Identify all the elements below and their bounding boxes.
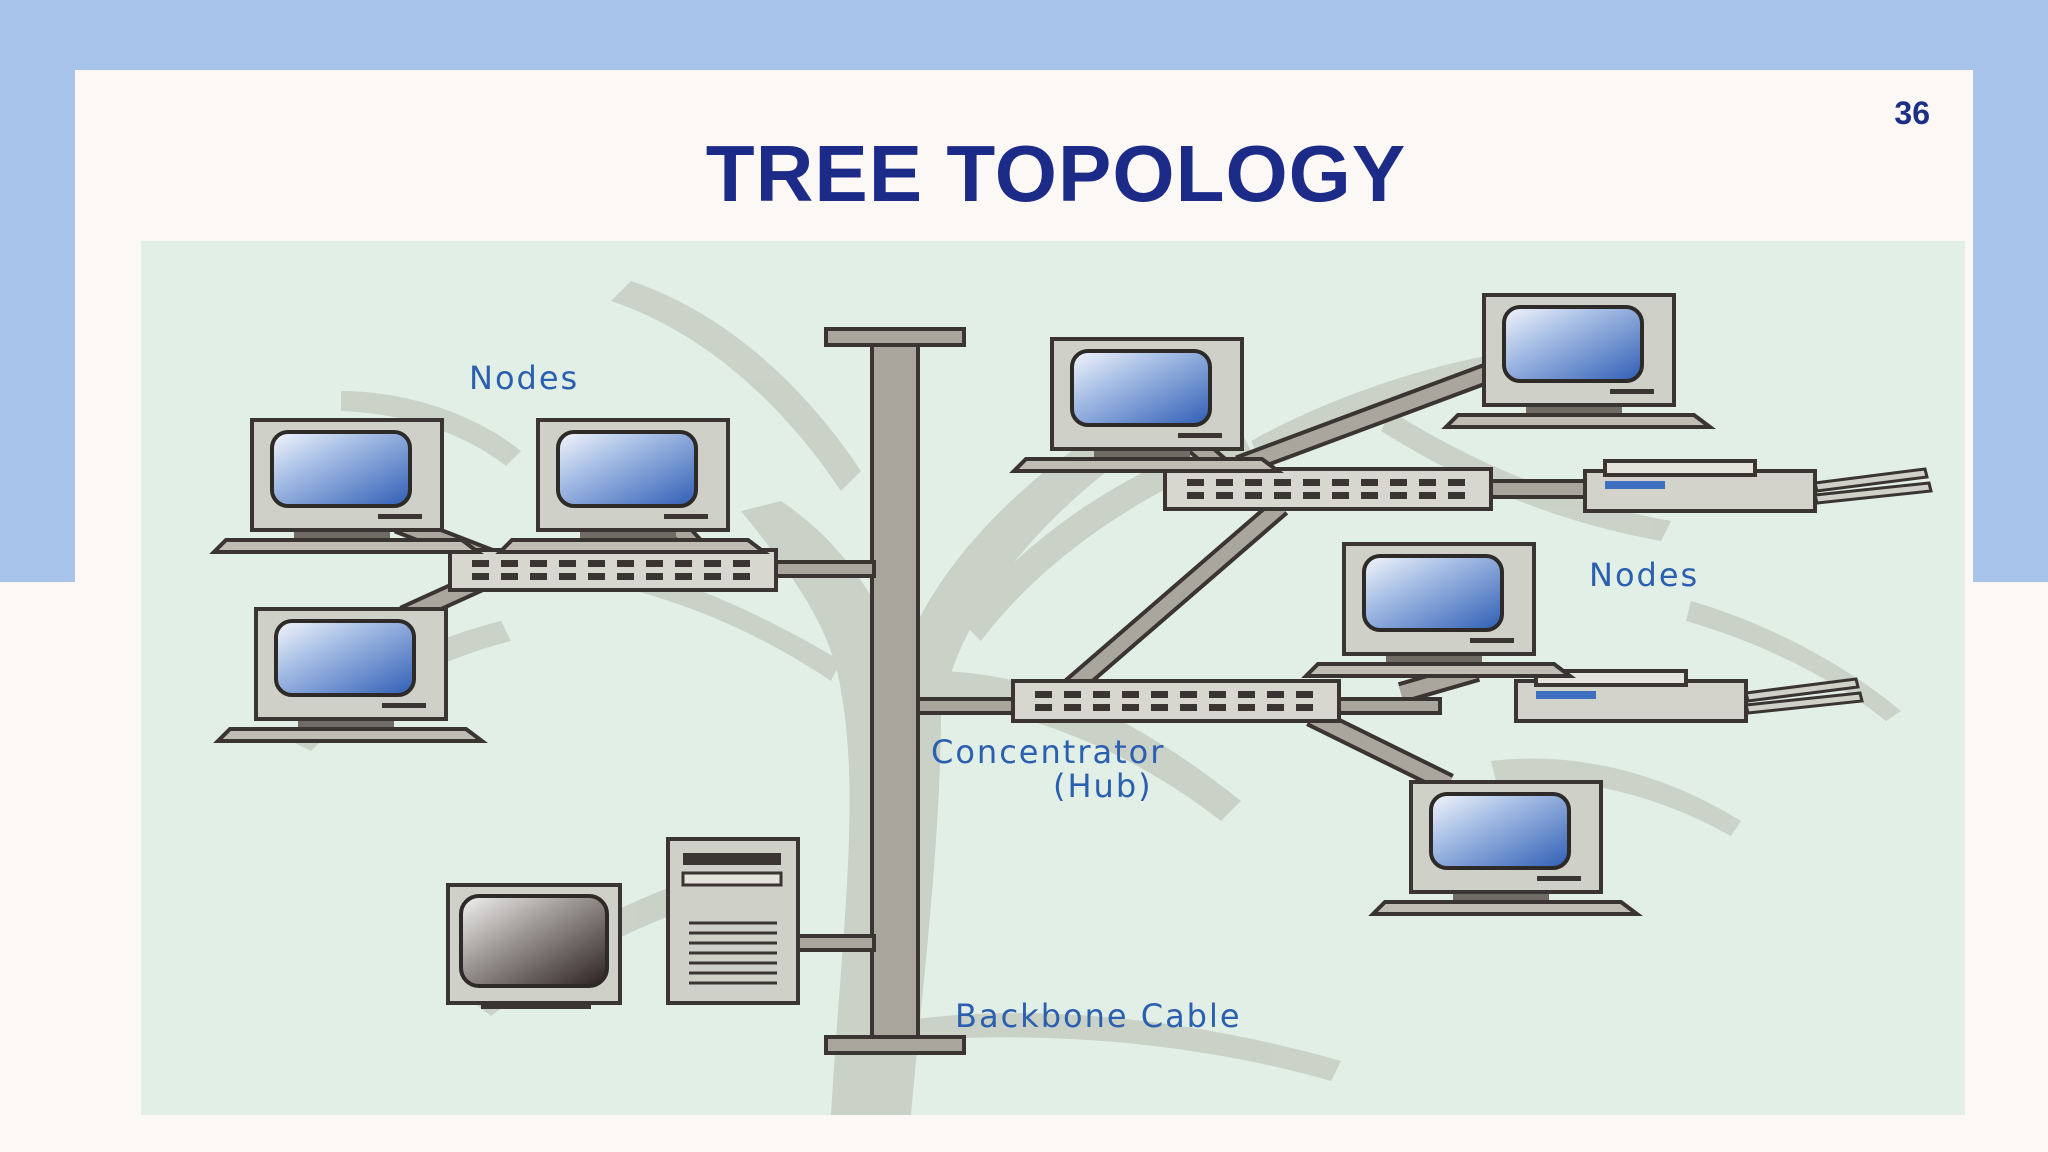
- top-accent-band: [0, 0, 2048, 70]
- right-accent-band: [1973, 70, 2048, 582]
- label-nodes-right: Nodes: [1589, 556, 1699, 594]
- hub-concentrator: [1011, 679, 1341, 723]
- tree-topology-diagram: Nodes Nodes Concentrator (Hub) Backbone …: [141, 241, 1965, 1115]
- left-accent-band: [0, 70, 75, 582]
- slide-title: TREE TOPOLOGY: [705, 129, 1407, 218]
- cables: [774, 327, 1020, 1055]
- hub-upper-right: [1163, 467, 1493, 511]
- label-nodes-left: Nodes: [469, 359, 579, 397]
- label-hub: (Hub): [1053, 767, 1153, 805]
- printer-cable-upper: [1479, 479, 1587, 499]
- printer-cable-lower: [1336, 697, 1442, 715]
- backbone-cable: [870, 329, 920, 1053]
- server-workstation: [446, 837, 800, 1009]
- label-concentrator: Concentrator: [931, 733, 1165, 771]
- hub-left: [448, 548, 778, 592]
- label-backbone-cable: Backbone Cable: [955, 997, 1242, 1035]
- page-number: 36: [1894, 95, 1930, 131]
